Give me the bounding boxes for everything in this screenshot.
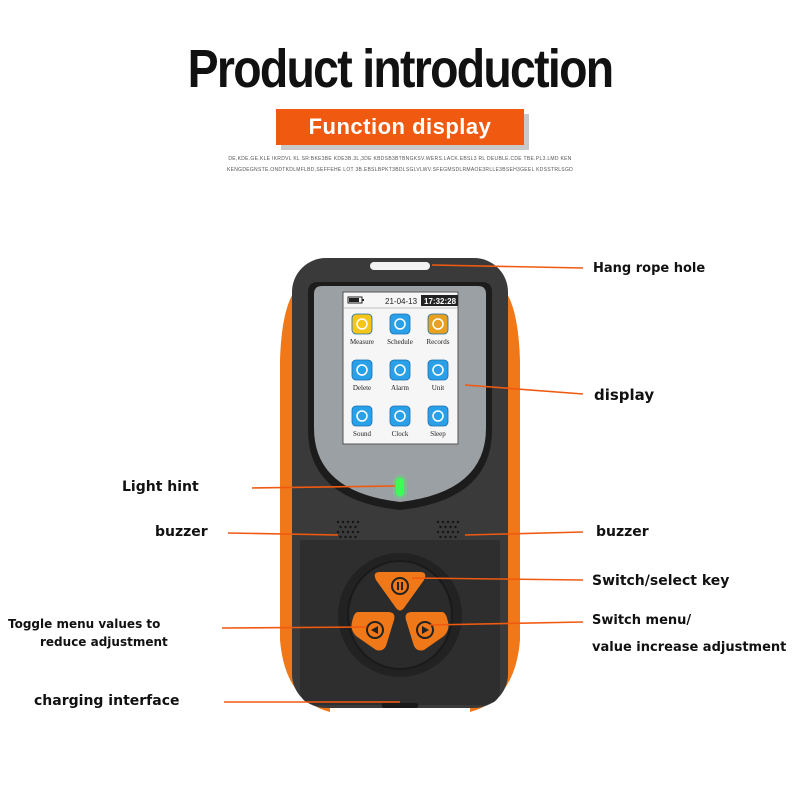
callout-switch-menu-line-2: value increase adjustment bbox=[592, 640, 787, 655]
buzzer-left-grille bbox=[336, 520, 360, 539]
screen-icon-label: Sound bbox=[353, 430, 371, 438]
records-icon[interactable]: Records bbox=[427, 313, 450, 346]
clock-icon[interactable]: Schedule bbox=[387, 313, 413, 346]
increase-key bbox=[405, 612, 449, 651]
callout-toggle-line-2: reduce adjustment bbox=[40, 635, 168, 649]
callout-switch-menu-line-1: Switch menu/ bbox=[592, 613, 692, 628]
decrease-key bbox=[351, 612, 395, 651]
callout-toggle-line-1: Toggle menu values to bbox=[8, 617, 161, 631]
callout-buzzer-right: buzzer bbox=[596, 524, 649, 540]
callout-switch-select-key: Switch/select key bbox=[592, 573, 730, 589]
moon-icon[interactable]: Sleep bbox=[427, 405, 449, 438]
alarm-icon[interactable]: Alarm bbox=[389, 359, 411, 392]
sound-icon[interactable]: Sound bbox=[351, 405, 373, 438]
fine-print-line-1: DE,KDE.GE.KLE IKRDVL KL SR:BKE3BE KDE3B.… bbox=[228, 156, 572, 162]
delete-icon[interactable]: Delete bbox=[351, 359, 373, 392]
screen-icon-label: Measure bbox=[350, 338, 374, 346]
radiation-icon[interactable]: Measure bbox=[350, 313, 374, 346]
charging-port bbox=[382, 703, 418, 708]
screen-icon-label: Sleep bbox=[430, 430, 446, 438]
fine-print-line-2: KENGDEGNSTE.ONDTKDLMFLBD,SEFFEHE LOT 3B.… bbox=[226, 167, 574, 173]
hang-rope-hole bbox=[370, 262, 430, 270]
screen-icon-label: Records bbox=[427, 338, 450, 346]
switch-select-key bbox=[374, 572, 426, 611]
callout-light-hint: Light hint bbox=[122, 479, 199, 495]
callout-hang-rope-hole: Hang rope hole bbox=[593, 261, 706, 276]
screen-icon-label: Unit bbox=[432, 384, 445, 392]
screen-icon-label: Alarm bbox=[391, 384, 409, 392]
callout-buzzer-left: buzzer bbox=[155, 524, 208, 540]
screen-time: 17:32:28 bbox=[424, 297, 457, 306]
screen-icon-label: Clock bbox=[392, 430, 409, 438]
screen-icon-label: Schedule bbox=[387, 338, 413, 346]
unit-icon[interactable]: Unit bbox=[427, 359, 449, 392]
alarm-clock-icon[interactable]: Clock bbox=[389, 405, 411, 438]
callout-display: display bbox=[594, 386, 655, 404]
light-hint-led bbox=[396, 478, 404, 496]
function-display-badge: Function display bbox=[276, 109, 524, 145]
page-title: Product introduction bbox=[187, 39, 615, 99]
buzzer-right-grille bbox=[436, 520, 460, 539]
screen-icon-label: Delete bbox=[353, 384, 371, 392]
screen-date: 21-04-13 bbox=[385, 297, 418, 306]
callout-charging-interface: charging interface bbox=[34, 693, 180, 709]
